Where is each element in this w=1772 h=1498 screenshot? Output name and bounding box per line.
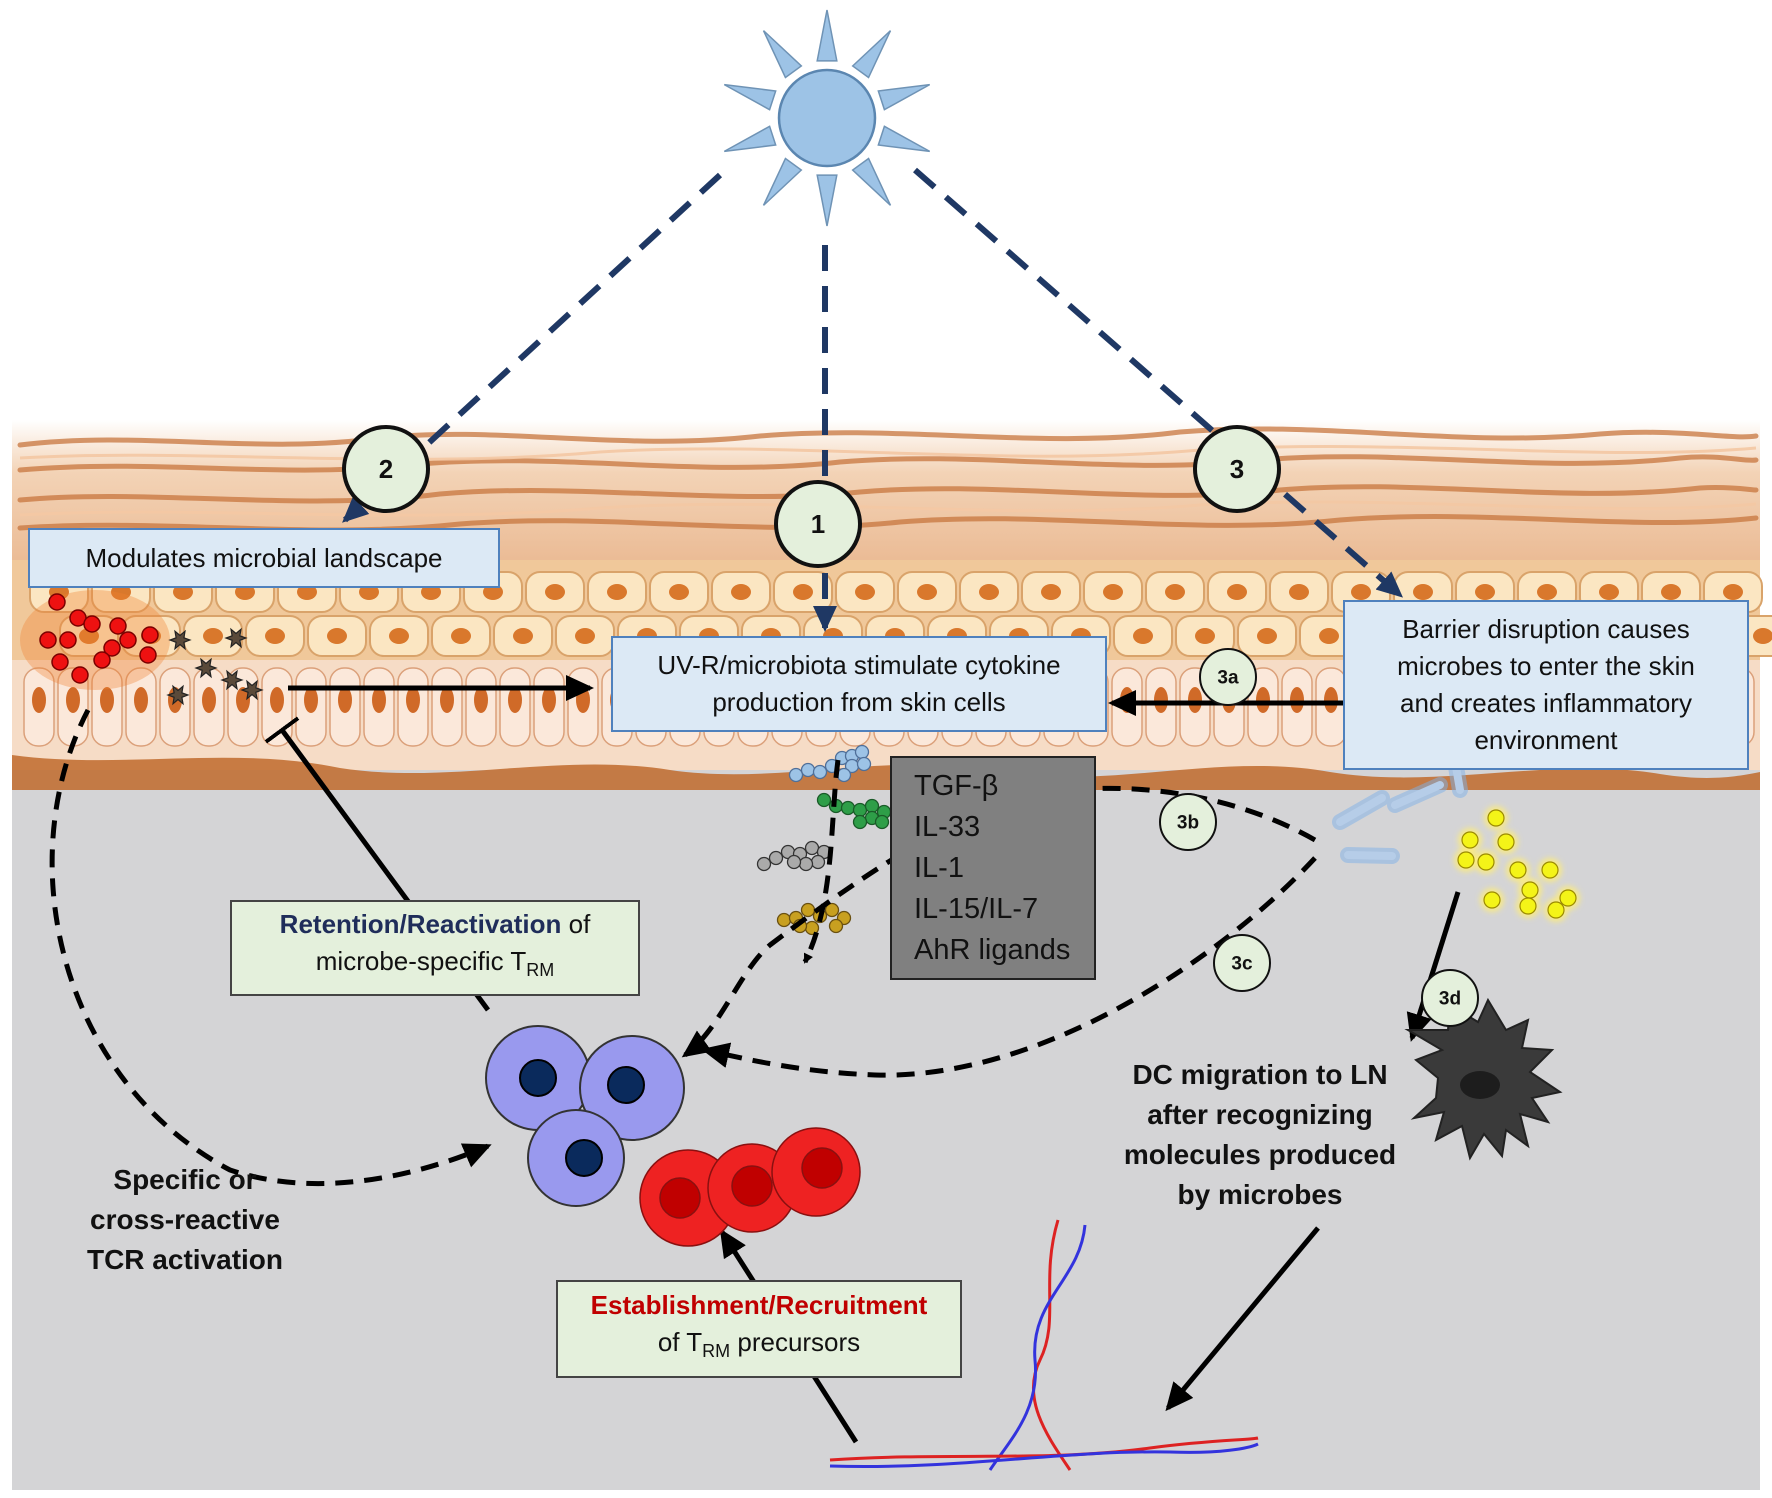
establishment-line2-post: precursors [730, 1327, 861, 1358]
dc-line4: by microbes [1177, 1179, 1343, 1210]
arrow-dc-to-lymph-node [1165, 1226, 1320, 1412]
dc-line2: after recognizing [1147, 1099, 1373, 1130]
microbial-landscape-box: Modulates microbial landscape [28, 528, 500, 588]
dashed-arrow-3b [681, 785, 1317, 1058]
establishment-recruitment-box: Establishment/Recruitment of TRM precurs… [556, 1280, 962, 1378]
dashed-arrow-cytokine-down [802, 759, 841, 964]
establishment-line1: Establishment/Recruitment [591, 1287, 928, 1324]
step-2-badge-label: 2 [379, 454, 393, 484]
dc-migration-caption: DC migration to LN after recognizing mol… [1110, 1055, 1410, 1215]
sun-icon [723, 9, 931, 227]
step-3-badge: 3 [1193, 425, 1281, 513]
dc-line3: molecules produced [1123, 1139, 1397, 1170]
step-3a-badge-label: 3a [1217, 668, 1239, 689]
cytokine-tgf-beta: TGF-β [914, 769, 999, 802]
step-3c-badge: 3c [1213, 934, 1271, 992]
tcr-line3: TCR activation [86, 1244, 284, 1275]
retention-reactivation-box: Retention/Reactivation of microbe-specif… [230, 900, 640, 996]
retention-emphasis: Retention/Reactivation [279, 909, 562, 940]
uv-arrow-to-barrier [913, 167, 1404, 598]
star-microbe-cluster [166, 627, 264, 706]
step-1-badge: 1 [774, 480, 862, 568]
dashed-arrow-3c [701, 856, 1317, 1078]
retention-subscript: RM [526, 960, 555, 981]
barrier-disruption-line2: microbes to enter the skin [1397, 651, 1695, 681]
cytokine-production-box: UV-R/microbiota stimulate cytokine produ… [611, 636, 1107, 732]
step-3d-badge-label: 3d [1439, 989, 1461, 1010]
establishment-line2: of TRM precursors [658, 1324, 860, 1370]
dashed-arrow-tcr-activation [49, 708, 492, 1186]
step-1-badge-label: 1 [811, 509, 825, 539]
tcr-activation-caption: Specific or cross-reactive TCR activatio… [70, 1160, 300, 1280]
red-bacteria-cluster [20, 590, 170, 690]
microbial-landscape-text: Modulates microbial landscape [85, 542, 443, 573]
retention-line1: Retention/Reactivation of [280, 906, 591, 943]
barrier-disruption-line4: environment [1474, 725, 1618, 755]
step-2-badge: 2 [342, 425, 430, 513]
trm-precursor-cell-cluster [639, 1127, 861, 1247]
step-3d-badge: 3d [1421, 969, 1479, 1027]
retention-line2-text: microbe-specific T [315, 946, 527, 977]
tcr-line2: cross-reactive [90, 1204, 280, 1235]
yellow-microbes-cluster [1454, 806, 1580, 922]
cytokine-il-33: IL-33 [914, 810, 981, 843]
cytokine-il-1: IL-1 [914, 851, 964, 884]
cytokine-molecules-icon [756, 744, 892, 936]
step-3b-badge-label: 3b [1177, 813, 1199, 834]
barrier-disruption-box: Barrier disruption causes microbes to en… [1343, 600, 1749, 770]
retention-of: of [561, 909, 591, 940]
cytokine-production-line2: production from skin cells [712, 687, 1006, 717]
tcr-line1: Specific or [113, 1164, 257, 1195]
dc-line1: DC migration to LN [1132, 1059, 1388, 1090]
cytokine-production-line1: UV-R/microbiota stimulate cytokine [657, 650, 1061, 680]
establishment-emphasis: Establishment/Recruitment [590, 1290, 928, 1321]
step-3c-badge-label: 3c [1231, 954, 1253, 975]
barrier-disruption-line3: and creates inflammatory [1400, 688, 1692, 718]
establishment-line2-pre: of T [657, 1327, 703, 1358]
trm-cell-cluster [485, 1025, 685, 1207]
cytokine-list-box: TGF-β IL-33 IL-1 IL-15/IL-7 AhR ligands [890, 756, 1096, 980]
cytokine-il-15-il-7: IL-15/IL-7 [914, 892, 1039, 925]
retention-line2: microbe-specific TRM [316, 943, 554, 989]
step-3a-badge: 3a [1199, 648, 1257, 706]
cytokine-ahr-ligands: AhR ligands [914, 933, 1071, 966]
arrow-3d-to-dc [1406, 891, 1461, 1042]
barrier-disruption-line1: Barrier disruption causes [1402, 614, 1690, 644]
step-3-badge-label: 3 [1230, 454, 1244, 484]
step-3b-badge: 3b [1159, 793, 1217, 851]
lymph-vessels-icon [829, 1219, 1259, 1471]
establishment-subscript: RM [702, 1341, 731, 1362]
